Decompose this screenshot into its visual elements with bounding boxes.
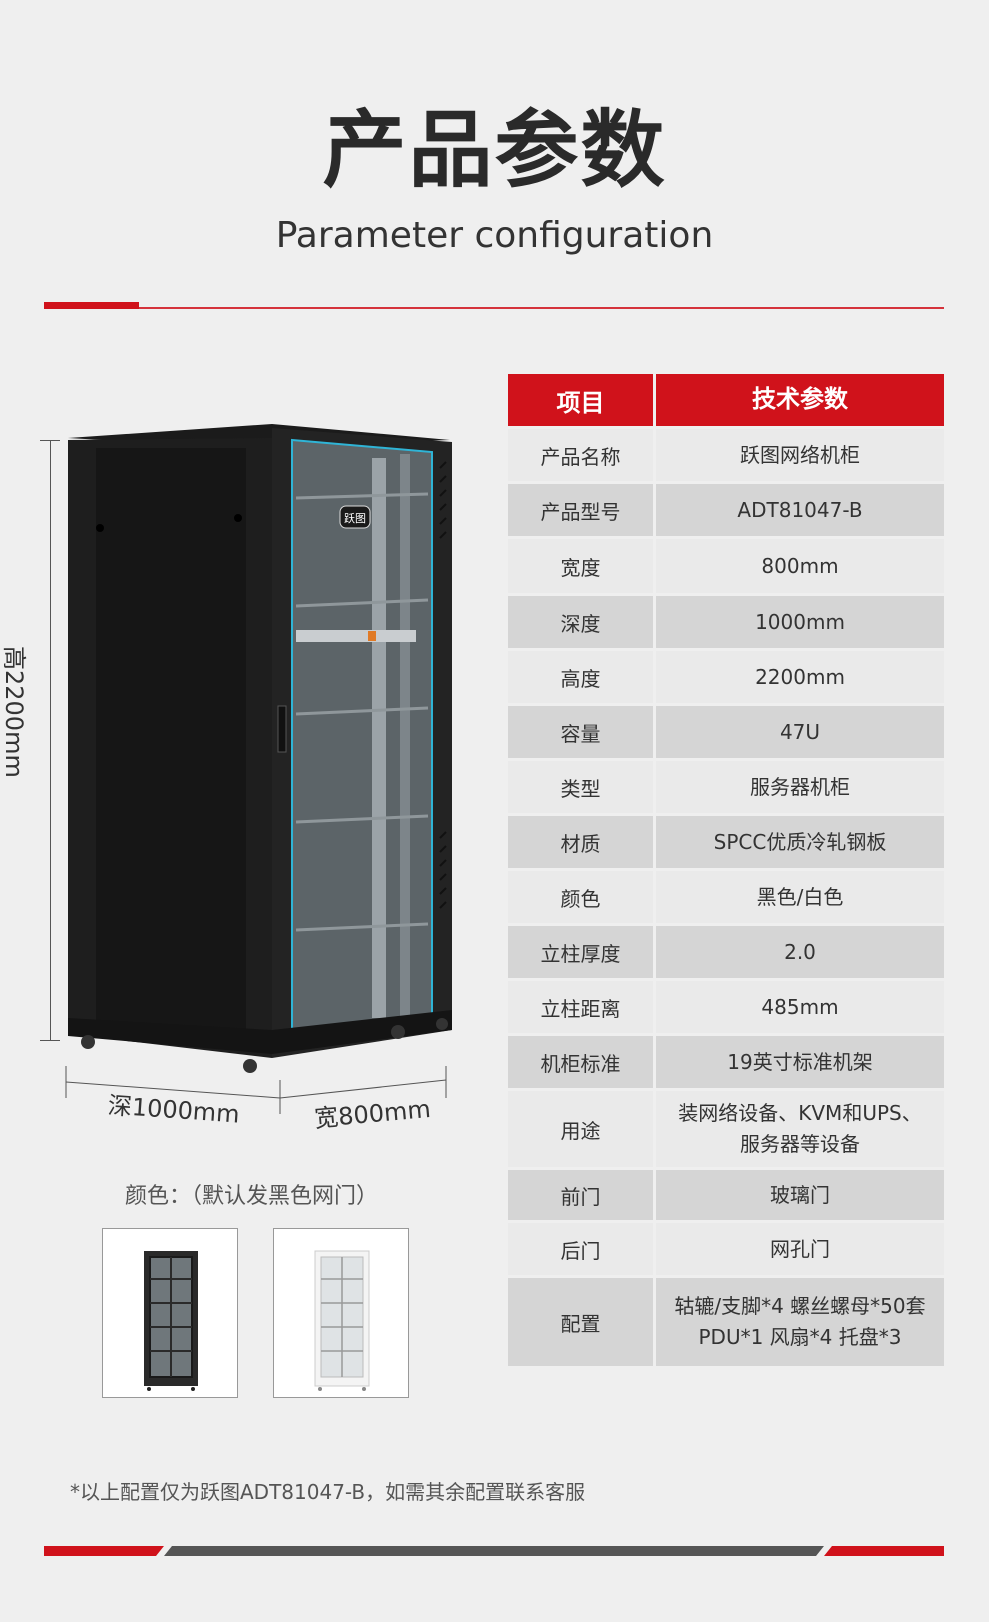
- spec-row-front-door: 前门 玻璃门: [508, 1170, 944, 1220]
- spec-row-post-distance: 立柱距离 485mm: [508, 981, 944, 1033]
- spec-table: 项目 技术参数 产品名称 跃图网络机柜 产品型号 ADT81047-B 宽度 8…: [508, 374, 944, 1369]
- spec-row-rear-door: 后门 网孔门: [508, 1223, 944, 1275]
- header-item: 项目: [508, 374, 653, 426]
- spec-label: 配置: [508, 1278, 653, 1366]
- spec-row-standard: 机柜标准 19英寸标准机架: [508, 1036, 944, 1088]
- spec-label: 后门: [508, 1223, 653, 1275]
- spec-value: 装网络设备、KVM和UPS、 服务器等设备: [656, 1091, 944, 1167]
- spec-label: 产品型号: [508, 484, 653, 536]
- color-options-label: 颜色：（默认发黑色网门）: [125, 1184, 379, 1209]
- spec-label: 前门: [508, 1170, 653, 1220]
- base-dimension-lines: [65, 1066, 447, 1114]
- height-dimension-line: [50, 440, 51, 1040]
- spec-row-material: 材质 SPCC优质冷轧钢板: [508, 816, 944, 868]
- spec-value: 19英寸标准机架: [656, 1036, 944, 1088]
- spec-value: 2.0: [656, 926, 944, 978]
- spec-value: 1000mm: [656, 596, 944, 648]
- footer-decorative-bar: [44, 1546, 944, 1556]
- side-vents: [439, 461, 447, 909]
- page-title-cn: 产品参数: [322, 101, 667, 199]
- spec-value: 跃图网络机柜: [656, 429, 944, 481]
- page-title-en: Parameter configuration: [275, 215, 714, 256]
- spec-value-line2: PDU*1 风扇*4 托盘*3: [698, 1325, 902, 1349]
- mounting-rail: [372, 458, 386, 1018]
- color-swatch-white[interactable]: [273, 1228, 409, 1398]
- door-handle: [277, 705, 287, 753]
- side-latch: [96, 524, 104, 532]
- spec-label: 产品名称: [508, 429, 653, 481]
- spec-row-capacity: 容量 47U: [508, 706, 944, 758]
- spec-row-config: 配置 轱辘/支脚*4 螺丝螺母*50套 PDU*1 风扇*4 托盘*3: [508, 1278, 944, 1366]
- glass-door: [291, 438, 433, 1050]
- caster-wheels: [81, 1018, 448, 1073]
- brand-logo-badge: [339, 505, 371, 529]
- pdu-switch: [368, 631, 376, 641]
- spec-value: SPCC优质冷轧钢板: [656, 816, 944, 868]
- shelves: [295, 492, 429, 932]
- spec-value-line1: 装网络设备、KVM和UPS、: [678, 1101, 922, 1125]
- cabinet-base: [68, 1010, 452, 1054]
- spec-value: 黑色/白色: [656, 871, 944, 923]
- spec-value: 485mm: [656, 981, 944, 1033]
- spec-value: ADT81047-B: [656, 484, 944, 536]
- height-dimension-tick-bottom: [40, 1040, 60, 1041]
- spec-value: 服务器机柜: [656, 761, 944, 813]
- spec-table-header: 项目 技术参数: [508, 374, 944, 426]
- white-cabinet-thumbnail: [314, 1250, 370, 1391]
- spec-row-depth: 深度 1000mm: [508, 596, 944, 648]
- spec-row-name: 产品名称 跃图网络机柜: [508, 429, 944, 481]
- spec-label: 类型: [508, 761, 653, 813]
- height-dimension-tick-top: [40, 440, 60, 441]
- spec-row-height: 高度 2200mm: [508, 651, 944, 703]
- spec-value: 玻璃门: [656, 1170, 944, 1220]
- header-divider: [44, 307, 944, 309]
- spec-value: 网孔门: [656, 1223, 944, 1275]
- spec-label: 立柱厚度: [508, 926, 653, 978]
- spec-label: 宽度: [508, 539, 653, 593]
- spec-label: 高度: [508, 651, 653, 703]
- spec-value: 2200mm: [656, 651, 944, 703]
- header-param: 技术参数: [656, 374, 944, 426]
- side-panel-inner: [96, 448, 246, 1038]
- spec-value: 轱辘/支脚*4 螺丝螺母*50套 PDU*1 风扇*4 托盘*3: [656, 1278, 944, 1366]
- black-cabinet-thumbnail: [144, 1251, 198, 1391]
- spec-value-line2: 服务器等设备: [740, 1132, 860, 1156]
- header-divider-accent: [44, 302, 139, 309]
- spec-label: 立柱距离: [508, 981, 653, 1033]
- height-label: 高2200mm: [0, 646, 28, 778]
- spec-label: 颜色: [508, 871, 653, 923]
- spec-label: 材质: [508, 816, 653, 868]
- brand-logo-text: 跃图: [344, 511, 366, 525]
- spec-label: 用途: [508, 1091, 653, 1167]
- spec-row-usage: 用途 装网络设备、KVM和UPS、 服务器等设备: [508, 1091, 944, 1167]
- spec-row-model: 产品型号 ADT81047-B: [508, 484, 944, 536]
- spec-row-width: 宽度 800mm: [508, 539, 944, 593]
- footnote: *以上配置仅为跃图ADT81047-B，如需其余配置联系客服: [70, 1480, 586, 1504]
- spec-row-post-thickness: 立柱厚度 2.0: [508, 926, 944, 978]
- mounting-rail: [400, 454, 410, 1016]
- spec-label: 容量: [508, 706, 653, 758]
- pdu-strip: [296, 630, 416, 642]
- spec-label: 机柜标准: [508, 1036, 653, 1088]
- side-latch: [234, 514, 242, 522]
- spec-row-type: 类型 服务器机柜: [508, 761, 944, 813]
- spec-value-line1: 轱辘/支脚*4 螺丝螺母*50套: [674, 1294, 926, 1318]
- color-swatch-black[interactable]: [102, 1228, 238, 1398]
- spec-value: 800mm: [656, 539, 944, 593]
- spec-value: 47U: [656, 706, 944, 758]
- spec-row-color: 颜色 黑色/白色: [508, 871, 944, 923]
- cabinet-illustration: 跃图: [68, 424, 452, 1073]
- spec-label: 深度: [508, 596, 653, 648]
